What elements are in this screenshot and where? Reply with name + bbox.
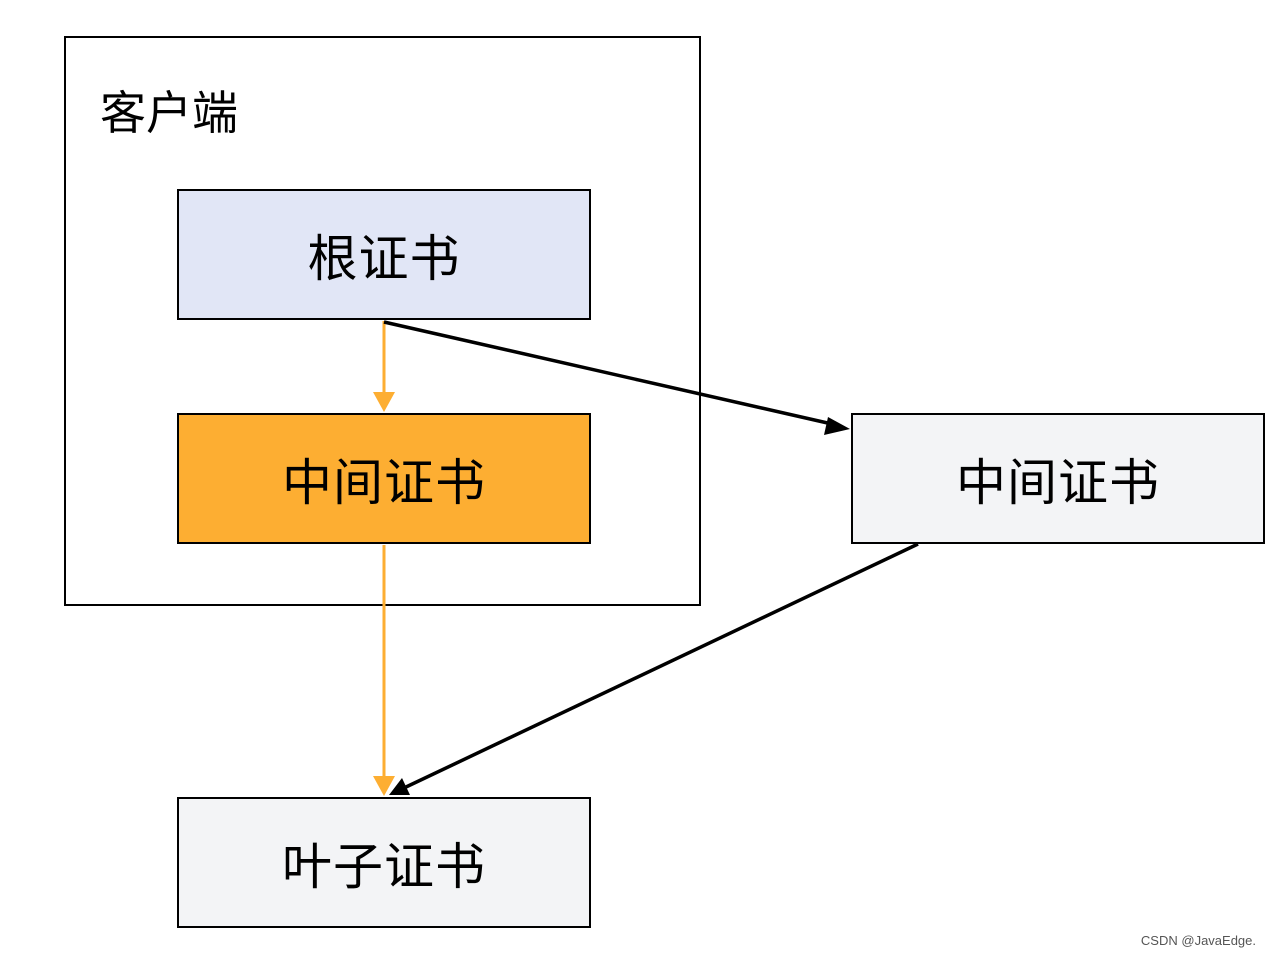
arrowhead-root-to-intermediate-external [824,417,850,435]
root-certificate-label: 根证书 [307,229,461,288]
leaf-certificate-node: 叶子证书 [177,797,591,928]
arrowhead-intermediate-client-to-leaf [373,776,395,796]
watermark: CSDN @JavaEdge. [1140,933,1256,948]
intermediate-certificate-client-label: 中间证书 [282,453,486,512]
arrow-intermediate-external-to-leaf [405,542,919,789]
intermediate-certificate-external-label: 中间证书 [956,453,1160,512]
intermediate-certificate-external-node: 中间证书 [851,413,1265,544]
arrowhead-root-to-intermediate-client [373,392,395,412]
leaf-certificate-label: 叶子证书 [282,837,486,896]
arrowhead-intermediate-external-to-leaf [389,778,410,795]
root-certificate-node: 根证书 [177,189,591,320]
client-label: 客户端 [100,86,238,140]
intermediate-certificate-client-node: 中间证书 [177,413,591,544]
arrow-root-to-intermediate-external [383,320,833,426]
